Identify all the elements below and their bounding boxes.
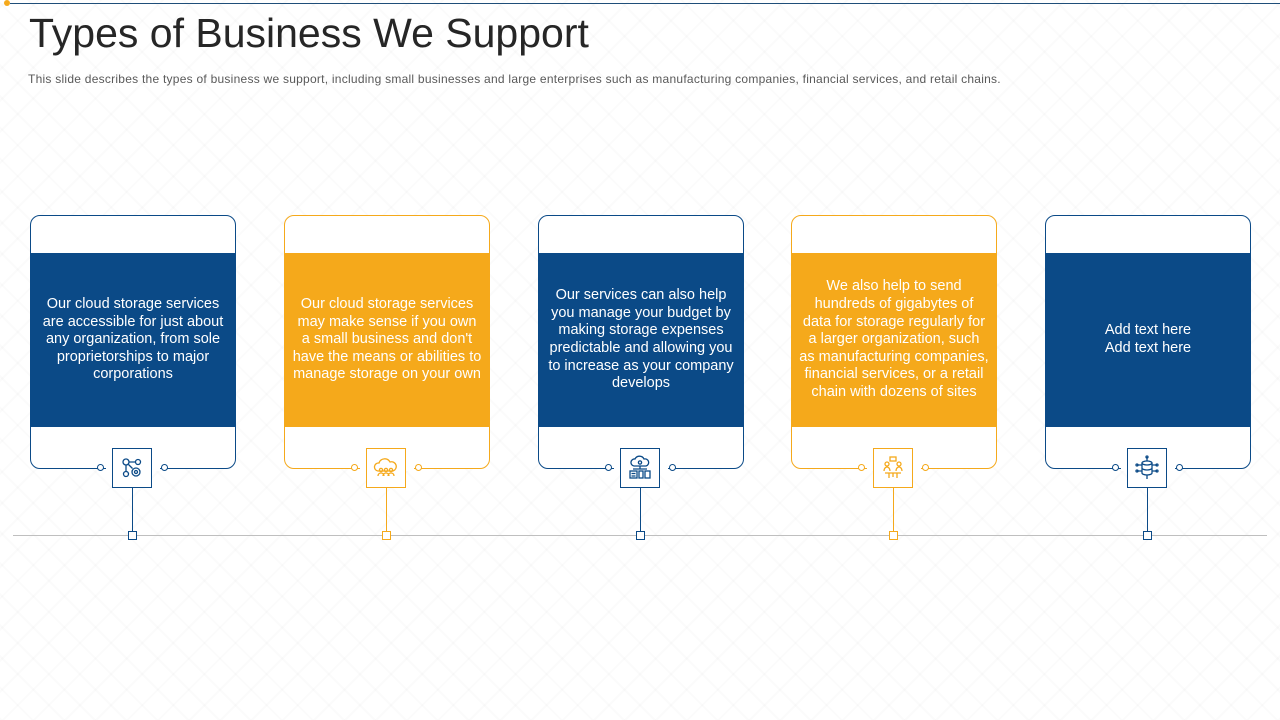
connector-dot-left [1112,464,1119,471]
business-card-4: We also help to send hundreds of gigabyt… [791,215,997,540]
timeline-node [128,531,137,540]
slide-title: Types of Business We Support [29,10,589,56]
top-accent-dot [4,0,10,6]
card-text: Our cloud storage services are accessibl… [30,253,236,427]
connector-dot-left [605,464,612,471]
cloud-server-icon [620,448,660,488]
business-card-3: Our services can also help you manage yo… [538,215,744,540]
connector-dot-right [415,464,422,471]
timeline-node [382,531,391,540]
card-text: Our cloud storage services may make sens… [284,253,490,427]
connector-dot-left [351,464,358,471]
cloud-users-icon [366,448,406,488]
business-card-1: Our cloud storage services are accessibl… [30,215,236,540]
connector-dot-right [161,464,168,471]
business-card-5: Add text here Add text here [1045,215,1251,540]
timeline-node [889,531,898,540]
top-rule [10,3,1280,4]
connector-dot-right [922,464,929,471]
slide-subtitle: This slide describes the types of busine… [28,72,1001,86]
connector-dot-left [97,464,104,471]
connector-dot-right [669,464,676,471]
card-text: We also help to send hundreds of gigabyt… [791,253,997,427]
business-card-2: Our cloud storage services may make sens… [284,215,490,540]
network-gear-icon [112,448,152,488]
connector-dot-right [1176,464,1183,471]
card-text: Add text here Add text here [1045,253,1251,427]
database-network-icon [1127,448,1167,488]
timeline-node [636,531,645,540]
connector-dot-left [858,464,865,471]
timeline-node [1143,531,1152,540]
team-meeting-icon [873,448,913,488]
card-text: Our services can also help you manage yo… [538,253,744,427]
